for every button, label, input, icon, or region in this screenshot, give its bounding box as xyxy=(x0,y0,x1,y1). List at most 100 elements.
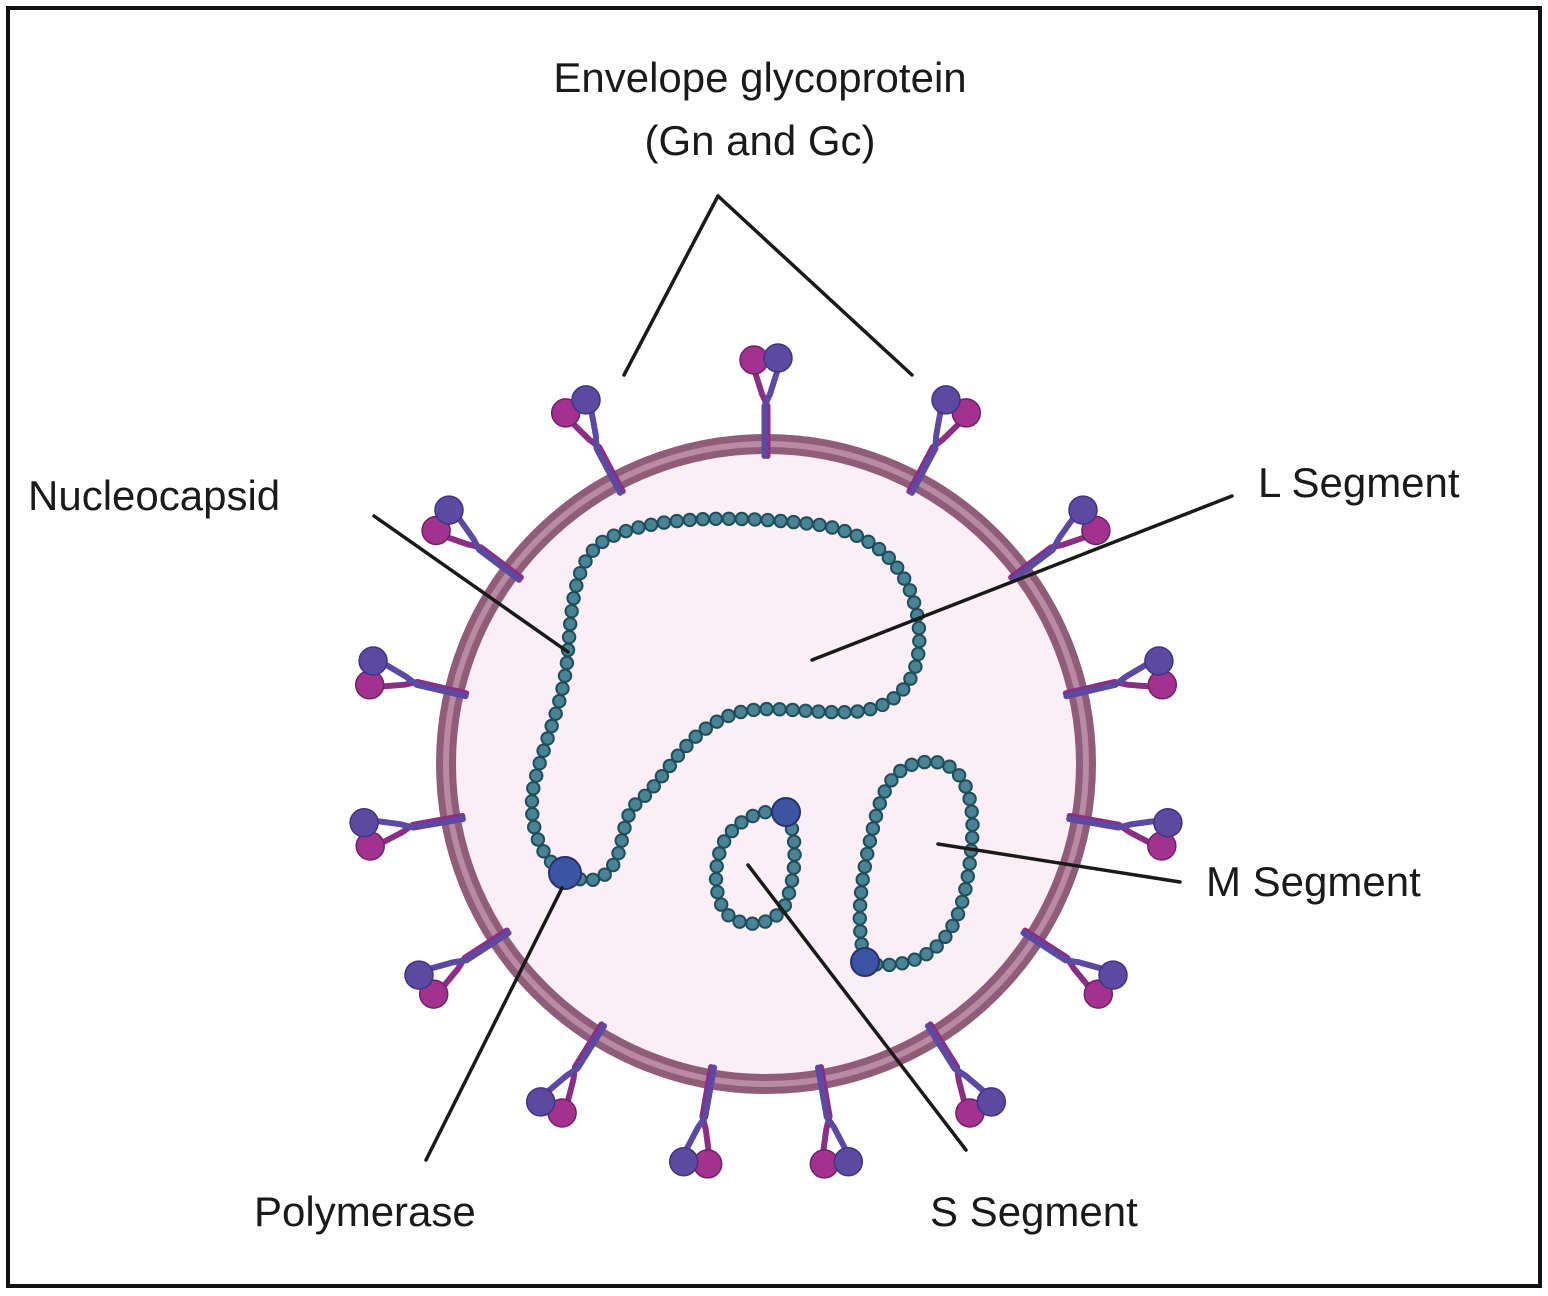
nucleoprotein-bead xyxy=(747,512,762,527)
nucleoprotein-bead xyxy=(919,947,934,962)
leader-nucleocapsid xyxy=(372,514,570,654)
nucleoprotein-bead xyxy=(606,528,621,543)
nucleoprotein-bead xyxy=(958,882,973,897)
nucleoprotein-bead xyxy=(964,804,979,819)
nucleoprotein-bead xyxy=(884,773,899,788)
nucleoprotein-bead xyxy=(837,705,852,720)
nucleoprotein-bead xyxy=(536,844,551,859)
leader-polymerase xyxy=(424,886,564,1162)
nucleoprotein-bead xyxy=(875,697,890,713)
nucleoprotein-bead xyxy=(945,918,960,934)
nucleoprotein-bead xyxy=(773,513,788,529)
glycoprotein-spike-icon xyxy=(1062,646,1178,700)
nucleoprotein-bead xyxy=(695,512,710,527)
nucleoprotein-bead xyxy=(732,914,747,929)
glycoprotein-spike-icon xyxy=(354,646,470,700)
nucleoprotein-bead xyxy=(758,914,773,929)
nucleoprotein-bead xyxy=(679,738,694,754)
nucleoprotein-bead xyxy=(882,957,897,973)
nucleoprotein-bead xyxy=(646,779,661,794)
nucleoprotein-bead xyxy=(785,702,800,718)
nucleoprotein-bead xyxy=(965,817,980,832)
nucleoprotein-bead xyxy=(555,681,570,696)
nucleoprotein-bead xyxy=(962,856,977,871)
nucleoprotein-bead xyxy=(540,731,555,746)
nucleoprotein-bead xyxy=(825,520,840,535)
nucleoprotein-bead xyxy=(786,860,802,875)
polymerase-s-icon xyxy=(771,797,801,827)
nucleoprotein-bead xyxy=(532,756,547,771)
leader-s-segment xyxy=(746,863,968,1152)
nucleoprotein-bead xyxy=(524,794,540,809)
nucleoprotein-bead xyxy=(902,583,918,598)
nucleoprotein-bead xyxy=(857,859,872,874)
nucleoprotein-bead xyxy=(530,832,546,847)
glycoprotein-spike-icon xyxy=(1066,807,1183,861)
nucleoprotein-bead xyxy=(772,702,787,717)
nucleoprotein-bead xyxy=(618,523,634,539)
nucleoprotein-bead xyxy=(682,512,697,528)
nucleoprotein-bead xyxy=(860,846,875,862)
nucleoprotein-bead xyxy=(837,523,852,539)
nucleoprotein-bead xyxy=(670,748,686,763)
nucleoprotein-bead xyxy=(960,869,975,884)
envelope-glycoproteins xyxy=(349,343,1183,1179)
leader-l-segment xyxy=(810,494,1234,662)
nucleoprotein-bead xyxy=(759,701,774,717)
nucleoprotein-bead xyxy=(578,554,593,569)
nucleoprotein-bead xyxy=(853,885,869,900)
nucleoprotein-bead xyxy=(708,511,723,526)
leader-envelope-left xyxy=(622,194,720,377)
nucleoprotein-bead xyxy=(911,620,927,636)
nucleoprotein-bead xyxy=(724,823,740,839)
nucleoprotein-bead xyxy=(798,703,813,718)
glycoprotein-spike-icon xyxy=(668,1064,723,1179)
nucleoprotein-bead xyxy=(656,515,672,530)
nucleoprotein-bead xyxy=(965,830,980,845)
nucleoprotein-bead xyxy=(585,872,601,887)
label-gn-gc: (Gn and Gc) xyxy=(644,117,875,164)
nucleoprotein-bead xyxy=(557,668,573,683)
nucleoprotein-bead xyxy=(529,768,544,783)
nucleoprotein-bead xyxy=(769,908,784,923)
nucleoprotein-bead xyxy=(908,659,923,674)
label-polymerase: Polymerase xyxy=(254,1188,476,1235)
nucleoprotein-bead xyxy=(907,952,922,967)
nucleoprotein-bead xyxy=(617,820,632,836)
nucleoprotein-bead xyxy=(637,788,653,803)
nucleoprotein-bead xyxy=(911,646,926,662)
nucleoprotein-bead xyxy=(781,886,797,901)
nucleoprotein-bead xyxy=(721,708,736,724)
nucleoprotein-bead xyxy=(654,769,670,784)
nucleoprotein-bead xyxy=(566,591,581,606)
glycoprotein-spike-icon xyxy=(525,1021,608,1128)
virion-interior xyxy=(450,448,1082,1080)
nucleoprotein-bead xyxy=(897,571,912,586)
nucleoprotein-bead xyxy=(710,885,725,900)
nucleoprotein-bead xyxy=(614,833,629,848)
nucleoprotein-bead xyxy=(716,834,732,849)
label-s-segment: S Segment xyxy=(930,1188,1138,1235)
nucleoprotein-bead xyxy=(896,682,911,697)
label-m-segment: M Segment xyxy=(1206,858,1421,905)
glycoprotein-spike-icon xyxy=(550,385,626,496)
nucleoprotein-bead xyxy=(872,796,887,811)
nucleoprotein-bead xyxy=(745,916,760,931)
glycoprotein-spike-icon xyxy=(404,927,512,1009)
nucleoprotein-bead xyxy=(938,929,953,944)
nucleoprotein-bead xyxy=(861,534,876,549)
nucleoprotein-bead xyxy=(621,808,636,823)
nucleoprotein-bead xyxy=(865,821,881,836)
nucleoprotein-bead xyxy=(569,578,584,593)
nucleoprotein-bead xyxy=(903,671,918,686)
nucleoprotein-bead xyxy=(871,541,887,557)
nucleoprotein-bead xyxy=(895,956,910,971)
nucleoprotein-bead xyxy=(595,534,610,550)
nucleoprotein-bead xyxy=(585,543,601,558)
nucleoprotein-bead xyxy=(572,566,588,581)
nucleoprotein-bead xyxy=(628,797,643,812)
glycoprotein-spike-icon xyxy=(906,385,982,496)
nucleoprotein-bead xyxy=(930,755,945,770)
nucleoprotein-bead xyxy=(548,706,563,721)
